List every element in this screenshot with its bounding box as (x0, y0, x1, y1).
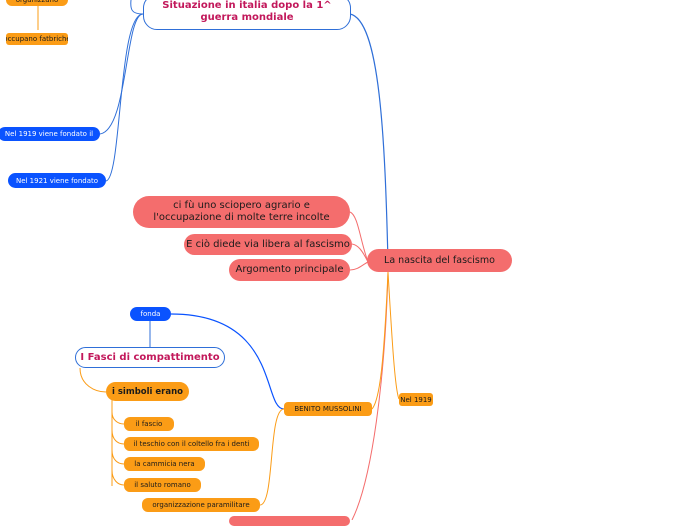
node-nel-1919[interactable]: Nel 1919 (399, 393, 433, 406)
node-argomento-principale[interactable]: Argomento principale (229, 259, 350, 281)
node-fasci-label: I Fasci di compattimento (80, 352, 220, 363)
link-item-2 (111, 429, 125, 445)
node-simbolo-fascio-label: il fascio (135, 420, 163, 428)
link-mussolini-fonda (170, 313, 285, 410)
node-simbolo-teschio[interactable]: il teschio con il coltello fra i denti (124, 437, 259, 451)
node-fonda-label: fonda (140, 310, 161, 318)
node-simbolo-camicia[interactable]: la cammicia nera (124, 457, 205, 471)
node-situazione-italia[interactable]: Situazione in italia dopo la 1^ guerra m… (143, 0, 351, 30)
node-organizzano-label: organizzano (15, 0, 59, 4)
link-title-left (130, 0, 144, 15)
link-center-bottom (351, 271, 389, 520)
link-center-sciopero (349, 211, 369, 263)
node-fondato-1919-label: Nel 1919 viene fondato il (4, 130, 94, 138)
node-via-libera-label: E ciò diede via libera al fascismo (186, 238, 350, 250)
link-center-title (349, 13, 389, 263)
link-center-nel1919 (387, 271, 400, 400)
link-mussolini-org (259, 408, 285, 506)
node-fondato-1921-label: Nel 1921 viene fondato (15, 176, 99, 185)
node-nel-1919-label: Nel 1919 (400, 395, 432, 404)
node-via-libera[interactable]: E ciò diede via libera al fascismo (184, 234, 352, 255)
node-organizzazione-label: organizzazione paramilitare (152, 501, 250, 509)
link-center-mussolini (371, 271, 389, 410)
node-simbolo-camicia-label: la cammicia nera (134, 460, 195, 468)
node-benito-mussolini-label: BENITO MUSSOLINI (294, 405, 362, 413)
link-item-3 (111, 449, 125, 465)
node-simbolo-saluto-label: il saluto romano (134, 481, 191, 489)
node-sciopero-agrario[interactable]: ci fù uno sciopero agrario e l'occupazio… (133, 196, 350, 228)
node-occupano-fabbriche[interactable]: occupano fatbriche (6, 33, 68, 45)
link-title-1919 (99, 13, 144, 135)
node-situazione-line2: guerra mondiale (200, 12, 294, 23)
node-fondato-1921[interactable]: Nel 1921 viene fondato (8, 173, 106, 188)
link-title-1921 (105, 13, 144, 182)
node-argomento-label: Argomento principale (235, 264, 344, 275)
node-sciopero-line2: l'occupazione di molte terre incolte (153, 212, 330, 223)
node-simbolo-saluto[interactable]: il saluto romano (124, 478, 201, 492)
node-simbolo-teschio-label: il teschio con il coltello fra i denti (133, 440, 250, 448)
node-nascita-label: La nascita del fascismo (384, 255, 495, 266)
node-nascita-fascismo[interactable]: La nascita del fascismo (367, 249, 512, 272)
node-fondato-1919[interactable]: Nel 1919 viene fondato il (0, 127, 100, 141)
node-fasci-compattimento[interactable]: I Fasci di compattimento (75, 347, 225, 368)
node-simbolo-fascio[interactable]: il fascio (124, 417, 174, 431)
link-item-4 (111, 469, 125, 486)
node-organizzano[interactable]: organizzano (6, 0, 68, 6)
link-center-argomento (349, 261, 369, 271)
link-fasci-simboli (79, 367, 107, 393)
node-occupano-label: occupano fatbriche (6, 35, 68, 43)
node-fonda[interactable]: fonda (130, 307, 171, 321)
node-situazione-line1: Situazione in italia dopo la 1^ (162, 0, 332, 11)
link-center-vialibera (351, 243, 369, 263)
node-simboli-erano[interactable]: i simboli erano (106, 382, 189, 401)
node-benito-mussolini[interactable]: BENITO MUSSOLINI (284, 402, 372, 416)
node-simboli-label: i simboli erano (112, 386, 183, 397)
node-organizzazione-paramilitare[interactable]: organizzazione paramilitare (142, 498, 260, 512)
link-item-1 (111, 411, 125, 425)
node-sciopero-line1: ci fù uno sciopero agrario e (173, 200, 310, 211)
node-bottom-red-stub[interactable] (229, 516, 350, 526)
